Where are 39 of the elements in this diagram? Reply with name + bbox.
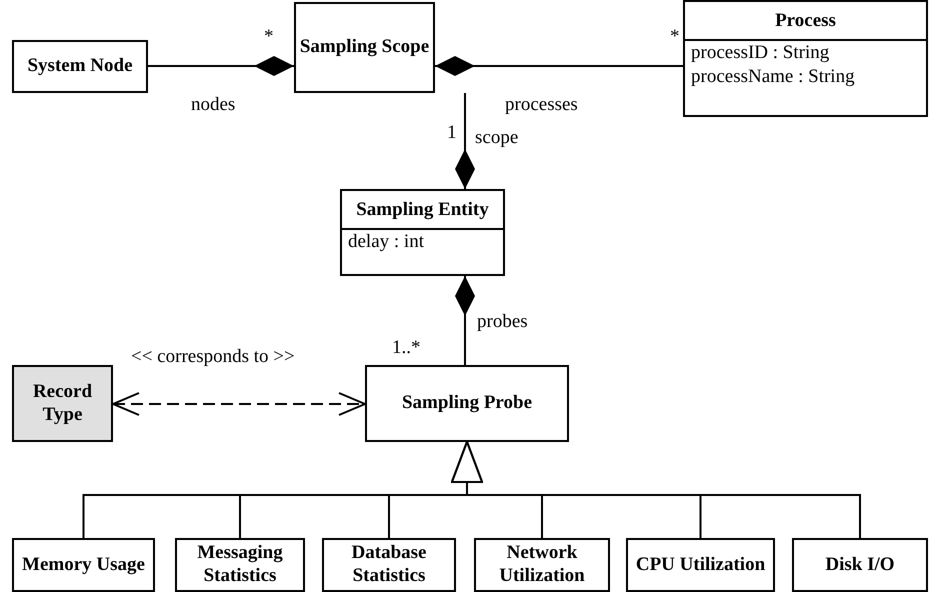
composition-line [455, 276, 475, 365]
multiplicity-label: 1 [447, 123, 456, 142]
class-box [175, 538, 305, 592]
class-name: Sampling Entity [342, 191, 503, 230]
class-name: Record Type [32, 380, 94, 426]
generalization-arrow [451, 441, 861, 538]
class-name: Database Statistics [350, 542, 428, 588]
class-box [792, 538, 928, 592]
class-box [474, 538, 610, 592]
edge-label: probes [476, 312, 529, 333]
class-box [12, 365, 113, 442]
class-box [322, 538, 456, 592]
class-name: System Node [27, 55, 133, 78]
composition-line [435, 56, 683, 76]
class-name: Messaging Statistics [196, 542, 284, 588]
multiplicity-label: 1..* [392, 338, 420, 357]
class-box [12, 40, 148, 93]
multiplicity-label: * [670, 27, 680, 46]
class-box [683, 0, 928, 117]
attribute-text: delay : int [347, 230, 425, 254]
multiplicity-label: * [264, 27, 274, 46]
dependency-arrow [112, 392, 366, 416]
class-name: Sampling Scope [300, 36, 430, 59]
class-box [626, 538, 775, 592]
class-name: CPU Utilization [636, 554, 766, 576]
class-box [340, 189, 505, 276]
class-name: Process [685, 2, 926, 41]
composition-line [455, 93, 475, 189]
class-box [365, 365, 569, 442]
composition-line [148, 56, 294, 76]
edge-label: << corresponds to >> [130, 347, 296, 368]
attribute-text: processName : String [690, 65, 856, 90]
class-name: Network Utilization [498, 542, 586, 588]
class-name: Disk I/O [825, 554, 895, 576]
class-box [294, 2, 435, 93]
attribute-text: processID : String [690, 40, 830, 65]
class-box [12, 538, 155, 592]
class-name: Memory Usage [22, 554, 145, 576]
class-name: Sampling Probe [402, 392, 532, 415]
